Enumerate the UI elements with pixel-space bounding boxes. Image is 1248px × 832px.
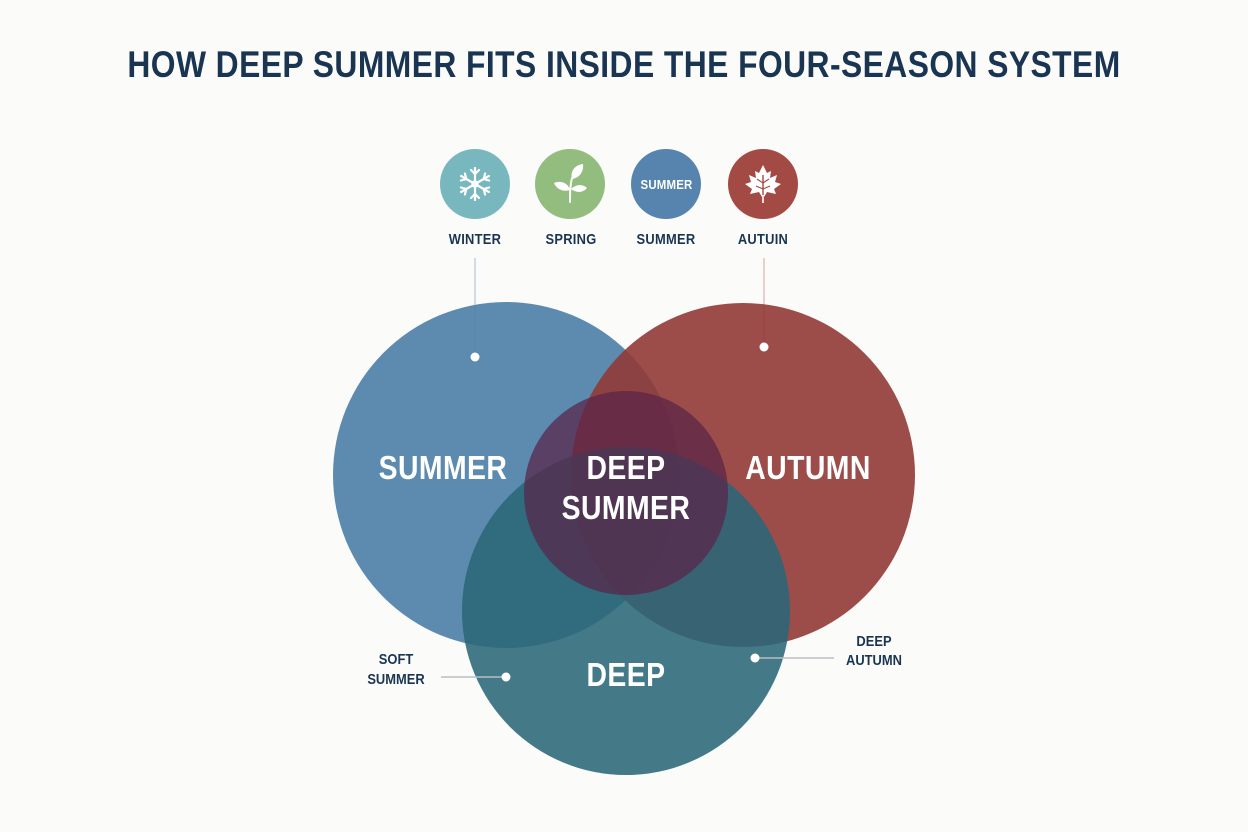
- deep-summer-circle: [524, 391, 728, 595]
- summer-region-label: SUMMER: [378, 449, 508, 486]
- deep-autumn-callout-line2: AUTUMN: [846, 652, 902, 669]
- autumn-anchor-dot: [759, 342, 769, 352]
- autumn-label: AUTUIN: [737, 231, 789, 248]
- deep-autumn-callout-line1: DEEP: [856, 633, 892, 650]
- sprout-icon: [554, 164, 587, 203]
- summer-anchor-dot: [470, 352, 480, 362]
- summer-badge-text: SUMMER: [640, 176, 692, 192]
- winter-label: WINTER: [448, 231, 502, 248]
- snowflake-icon: [459, 166, 491, 202]
- summer-label: SUMMER: [636, 231, 696, 248]
- winter-season-badge: [440, 149, 510, 219]
- spring-season-badge: [535, 149, 605, 219]
- deep-summer-region-label-line1: DEEP: [586, 449, 666, 486]
- deep-autumn-anchor-dot: [750, 653, 760, 663]
- autumn-region-label: AUTUMN: [745, 449, 871, 486]
- deep-summer-region-label-line2: SUMMER: [561, 489, 691, 526]
- maple-leaf-icon: [745, 165, 781, 203]
- spring-label: SPRING: [545, 231, 597, 248]
- page-title: HOW DEEP SUMMER FITS INSIDE THE FOUR-SEA…: [127, 44, 1121, 85]
- soft-summer-anchor-dot: [501, 672, 511, 682]
- autumn-season-badge: [728, 149, 798, 219]
- soft-summer-callout-line2: SUMMER: [367, 671, 425, 688]
- summer-season-badge: SUMMER: [631, 149, 701, 219]
- soft-summer-callout-line1: SOFT: [378, 651, 414, 668]
- deep-region-label: DEEP: [586, 656, 666, 693]
